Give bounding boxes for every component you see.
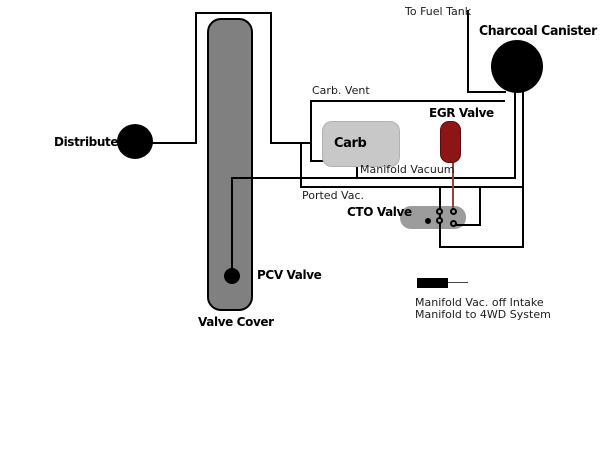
hose-egr-line xyxy=(452,162,454,213)
hose-carb-connector xyxy=(356,167,358,178)
cto-port-dot xyxy=(436,217,443,224)
hose-manifold-vacuum-segment xyxy=(231,177,516,179)
carb-shape xyxy=(322,121,400,167)
egr-valve-label: EGR Valve xyxy=(429,105,494,120)
hose-carb-vent-segment xyxy=(310,100,312,162)
hose-fuel-tank-segment xyxy=(467,10,469,93)
hose-carb-vent-segment xyxy=(310,160,326,162)
egr-valve-shape xyxy=(440,121,461,163)
legend-swatch xyxy=(417,278,448,288)
hose-distributor-segment xyxy=(270,12,272,144)
hose-cto-segment xyxy=(456,224,481,226)
cto-port-dot xyxy=(436,208,443,215)
hose-manifold-vacuum-segment xyxy=(514,91,516,179)
cto-port-dot xyxy=(425,218,431,224)
cto-port-dot xyxy=(450,220,457,227)
hose-canister-cto-segment xyxy=(439,246,524,248)
distributor-shape xyxy=(117,124,153,159)
pcv-valve-shape xyxy=(224,268,240,284)
hose-distributor-segment xyxy=(270,142,312,144)
cto-port-dot xyxy=(450,208,457,215)
charcoal-canister-shape xyxy=(491,40,543,93)
distributer-label: Distributer xyxy=(54,134,124,149)
cto-valve-label: CTO Valve xyxy=(347,204,412,219)
valve-cover-shape xyxy=(207,18,253,311)
to-fuel-tank-label: To Fuel Tank xyxy=(405,5,472,18)
hose-cto-segment xyxy=(479,186,481,226)
hose-manifold-vacuum-segment xyxy=(231,177,233,270)
hose-ported-vac-segment xyxy=(300,143,302,188)
cto-valve-shape xyxy=(400,206,466,229)
legend-text-line2: Manifold to 4WD System xyxy=(415,308,551,321)
hose-carb-vent-segment xyxy=(310,100,505,102)
valve-cover-label: Valve Cover xyxy=(198,314,274,329)
hose-canister-cto-segment xyxy=(522,88,524,248)
manifold-vacuum-label: Manifold Vacuum xyxy=(360,163,455,176)
carb-label: Carb xyxy=(334,135,367,151)
hose-distributor-segment xyxy=(195,12,197,144)
ported-vac-label: Ported Vac. xyxy=(302,189,365,202)
hose-ported-vac-segment xyxy=(300,186,524,188)
legend-line xyxy=(448,282,468,283)
legend-text-line1: Manifold Vac. off Intake xyxy=(415,296,544,309)
pcv-valve-label: PCV Valve xyxy=(257,267,322,282)
hose-fuel-tank-segment xyxy=(467,91,506,93)
hose-distributor-segment xyxy=(152,142,197,144)
carb-vent-label: Carb. Vent xyxy=(312,84,370,97)
hose-distributor-segment xyxy=(195,12,272,14)
charcoal-canister-label: Charcoal Canister xyxy=(479,24,597,39)
